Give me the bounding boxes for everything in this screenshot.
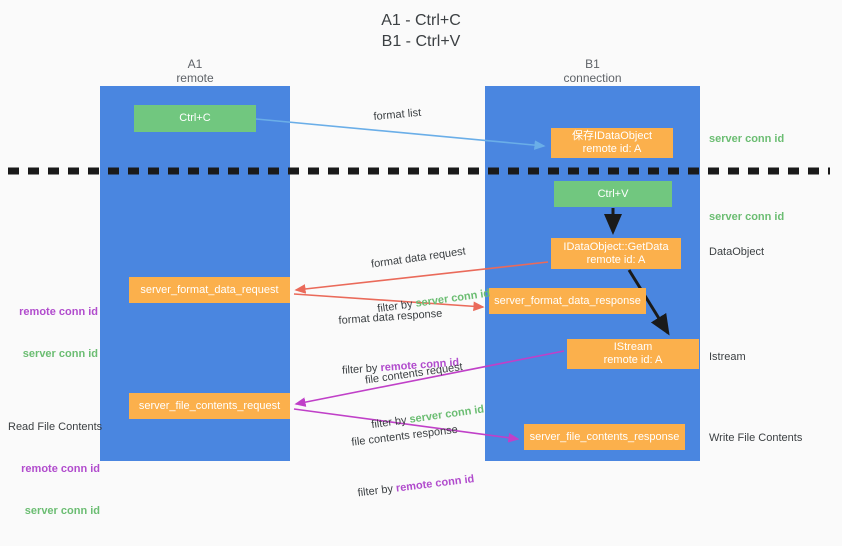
box-server-format-data-response-label: server_format_data_response <box>494 294 641 307</box>
note-conn-ids-file: Read File Contents remote conn id server… <box>8 392 103 546</box>
label-file-contents-response: file contents response filter by remote … <box>347 392 479 531</box>
box-server-format-data-request[interactable]: server_format_data_request <box>129 277 290 303</box>
label-file-contents-request-title: file contents request <box>364 360 464 387</box>
label-format-data-response-title: format data response <box>338 307 443 327</box>
box-istream-line2: remote id: A <box>603 354 663 366</box>
note-server-conn-id: server conn id <box>24 505 100 517</box>
label-file-contents-response-title: file contents response <box>350 423 459 449</box>
label-format-list: format list <box>373 106 422 123</box>
filter-prefix: filter by <box>356 482 397 500</box>
filter-value-remote-conn-id: remote conn id <box>395 473 475 495</box>
note-server-conn-id-mid: server conn id <box>709 211 785 223</box>
column-header-b1: B1 connection <box>563 57 622 85</box>
box-save-idataobject-line1: 保存IDataObject <box>571 130 653 142</box>
box-save-idataobject-line2: remote id: A <box>582 143 642 155</box>
box-save-idataobject[interactable]: 保存IDataObject remote id: A <box>551 128 673 158</box>
box-ctrl-c[interactable]: Ctrl+C <box>134 105 256 132</box>
note-write-file-contents: Write File Contents <box>709 432 803 444</box>
note-remote-conn-id: remote conn id <box>19 306 98 318</box>
box-ctrl-c-label: Ctrl+C <box>179 112 211 124</box>
box-server-file-contents-request[interactable]: server_file_contents_request <box>129 393 290 419</box>
box-server-file-contents-response[interactable]: server_file_contents_response <box>524 424 685 450</box>
box-server-file-contents-response-label: server_file_contents_response <box>529 430 680 443</box>
box-idataobject-getdata[interactable]: IDataObject::GetData remote id: A <box>551 238 681 269</box>
label-file-contents-response-filter: filter by remote conn id <box>357 472 475 501</box>
diagram-canvas: A1 - Ctrl+C B1 - Ctrl+V A1 remote B1 con… <box>8 12 830 517</box>
note-server-conn-id-top: server conn id <box>709 133 785 145</box>
column-header-a1: A1 remote <box>176 57 214 85</box>
box-server-format-data-request-label: server_format_data_request <box>140 283 279 296</box>
box-istream-line1: IStream <box>613 341 653 353</box>
note-server-conn-id: server conn id <box>22 348 98 360</box>
box-server-format-data-response[interactable]: server_format_data_response <box>489 288 646 314</box>
note-istream: Istream <box>709 351 746 363</box>
note-read-file-contents: Read File Contents <box>8 421 103 433</box>
label-format-data-request-title: format data request <box>370 245 467 271</box>
diagram-title: A1 - Ctrl+C B1 - Ctrl+V <box>381 12 461 50</box>
box-istream[interactable]: IStream remote id: A <box>567 339 699 369</box>
note-conn-ids-format: remote conn id server conn id <box>8 277 98 389</box>
box-ctrl-v[interactable]: Ctrl+V <box>554 181 672 207</box>
note-dataobject: DataObject <box>709 246 765 258</box>
box-idataobject-getdata-line1: IDataObject::GetData <box>563 240 669 253</box>
box-idataobject-getdata-line2: remote id: A <box>586 253 646 266</box>
note-remote-conn-id: remote conn id <box>21 463 100 475</box>
box-ctrl-v-label: Ctrl+V <box>597 187 629 200</box>
box-server-file-contents-request-label: server_file_contents_request <box>138 399 281 412</box>
